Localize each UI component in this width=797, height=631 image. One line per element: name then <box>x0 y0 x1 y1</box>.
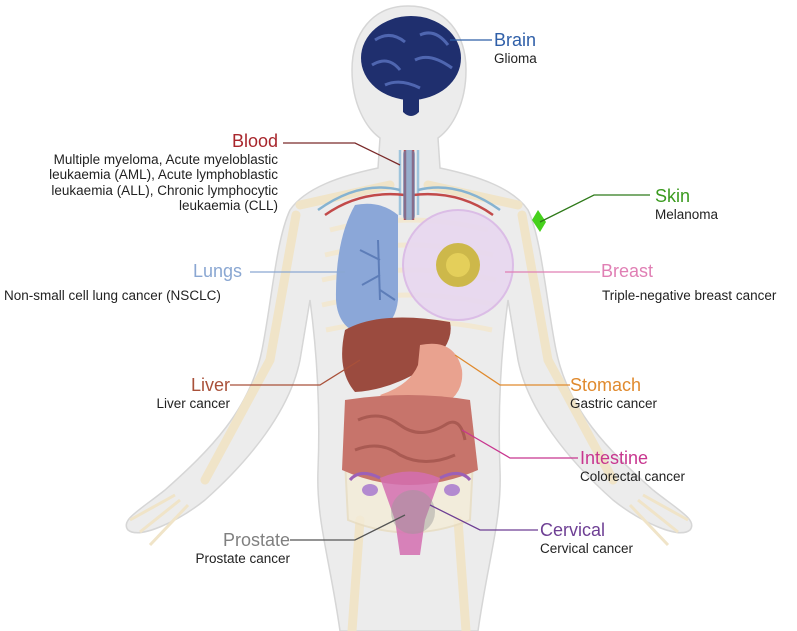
disease-stomach: Gastric cancer <box>570 395 658 411</box>
disease-blood-line-4: leukaemia (CLL) <box>178 198 278 214</box>
liver-organ <box>342 317 451 392</box>
label-breast-disease: Triple-negative breast cancer <box>602 288 776 304</box>
disease-brain: Glioma <box>494 50 537 66</box>
label-brain: Brain Glioma <box>494 30 537 66</box>
hand-right <box>628 493 689 547</box>
organ-name-intestine: Intestine <box>580 448 649 468</box>
label-skin: Skin Melanoma <box>655 186 718 222</box>
disease-breast: Triple-negative breast cancer <box>602 288 777 303</box>
label-liver: Liver Liver cancer <box>156 375 230 411</box>
prostate-organ <box>391 490 435 534</box>
organ-name-blood: Blood <box>231 131 278 151</box>
organ-name-stomach: Stomach <box>570 375 642 395</box>
leader-stomach <box>454 354 570 386</box>
organ-name-breast: Breast <box>601 261 654 281</box>
disease-cervical: Cervical cancer <box>540 540 634 556</box>
label-lungs-disease: Non-small cell lung cancer (NSCLC) <box>4 288 221 304</box>
disease-intestine: Colorectal cancer <box>580 468 686 484</box>
organ-name-liver: Liver <box>190 375 230 395</box>
leader-prostate <box>290 514 406 541</box>
label-cervical: Cervical Cervical cancer <box>540 520 633 556</box>
lungs-organ <box>335 203 398 335</box>
label-stomach: Stomach Gastric cancer <box>570 375 657 411</box>
label-blood: Blood Multiple myeloma, Acute myeloblast… <box>49 131 278 214</box>
organ-name-brain: Brain <box>494 30 537 50</box>
breast-organ <box>402 209 514 321</box>
disease-liver: Liver cancer <box>156 395 230 411</box>
disease-lungs: Non-small cell lung cancer (NSCLC) <box>4 288 221 303</box>
disease-skin: Melanoma <box>655 206 719 222</box>
intestine-organ <box>342 395 478 485</box>
leader-blood <box>283 142 401 166</box>
leader-lines <box>230 39 650 541</box>
trachea <box>403 150 415 220</box>
stomach-organ <box>380 343 463 411</box>
skin-lesion <box>532 210 546 232</box>
label-prostate: Prostate Prostate cancer <box>195 530 290 566</box>
leader-intestine <box>461 429 578 459</box>
organ-name-lungs: Lungs <box>193 261 243 281</box>
hand-left <box>129 493 190 547</box>
disease-blood-line-1: Multiple myeloma, Acute myeloblastic <box>53 151 278 167</box>
leader-skin <box>539 194 650 223</box>
disease-blood-line-2: leukaemia (AML), Acute lymphoblastic <box>49 167 278 183</box>
organ-name-cervical: Cervical <box>540 520 606 540</box>
leader-liver <box>230 359 361 386</box>
disease-blood-line-3: leukaemia (ALL), Chronic lymphocytic <box>51 182 278 198</box>
label-lungs: Lungs <box>193 261 242 282</box>
disease-prostate: Prostate cancer <box>195 550 290 566</box>
leader-cervical <box>429 504 538 531</box>
cervical-organ <box>348 471 472 555</box>
organ-name-prostate: Prostate <box>222 530 290 550</box>
brain-organ <box>361 16 461 116</box>
label-breast: Breast <box>601 261 653 282</box>
organ-name-skin: Skin <box>655 186 691 206</box>
label-intestine: Intestine Colorectal cancer <box>580 448 685 484</box>
